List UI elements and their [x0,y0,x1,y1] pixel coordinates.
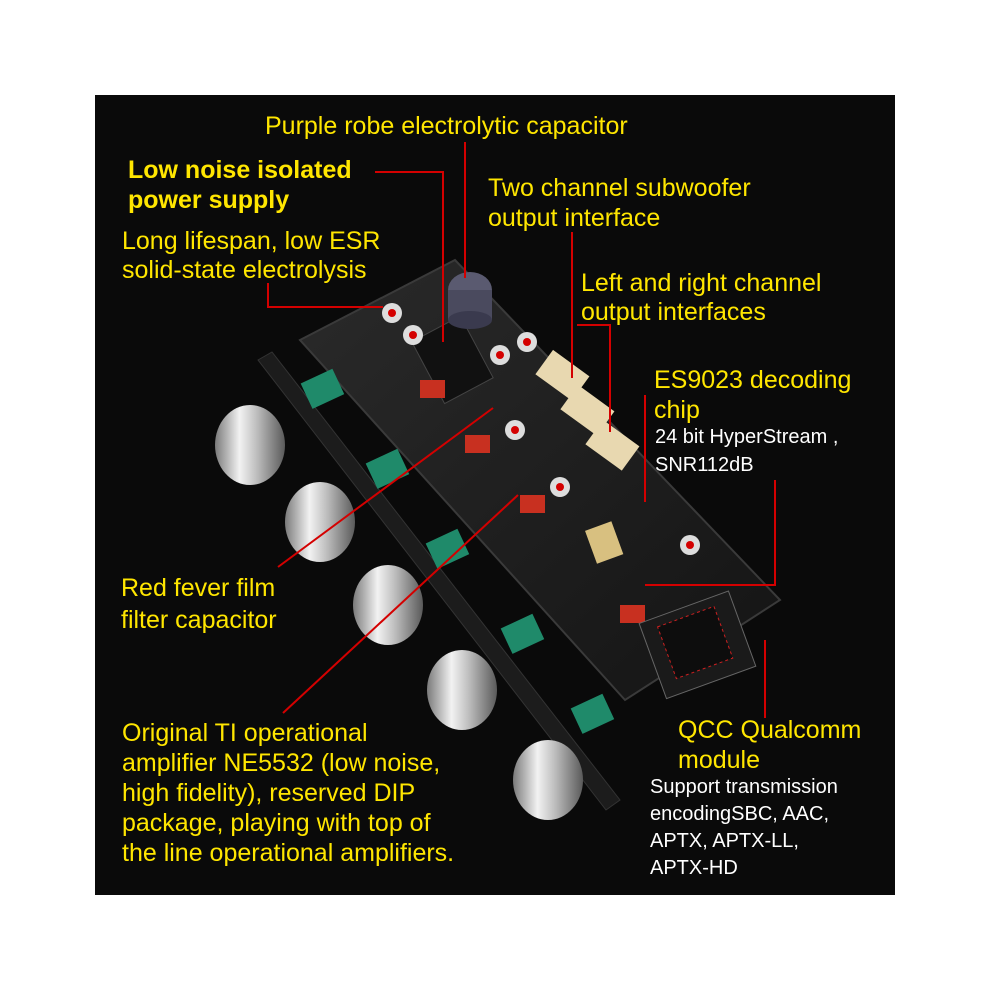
label-qcc-line2: module [678,746,760,774]
label-solid-state-line1: Long lifespan, low ESR [122,227,381,255]
label-qcc-spec-line2: encodingSBC, AAC, [650,803,829,825]
label-isolated-power-line2: power supply [128,186,290,214]
label-es9023-spec-line1: 24 bit HyperStream , [655,426,839,448]
pcb-board [298,258,782,702]
label-opamp-line2: amplifier NE5532 (low noise, [122,749,441,777]
leader-solid-state [267,283,383,308]
label-isolated-power-line1: Low noise isolated [128,156,352,184]
power-module [411,315,494,405]
label-qcc-spec-line1: Support transmission [650,776,838,798]
leader-lines [267,142,776,718]
label-opamp-line4: package, playing with top of [122,809,431,837]
label-opamp-line3: high fidelity), reserved DIP [122,779,416,807]
label-opamp-line1: Original TI operational [122,719,368,747]
label-purple-capacitor: Purple robe electrolytic capacitor [265,112,628,140]
label-qcc-line1: QCC Qualcomm [678,716,862,744]
label-opamp-line5: the line operational amplifiers. [122,839,455,867]
label-es9023-line2: chip [654,396,700,424]
label-qcc-spec-line4: APTX-HD [650,857,738,879]
label-film-cap-line2: filter capacitor [121,606,277,634]
crystal [585,521,624,564]
potentiometer [300,368,345,409]
label-solid-state-line2: solid-state electrolysis [122,256,367,284]
leader-lr-output [577,324,611,432]
leader-isolated-power [375,171,444,342]
front-panel [257,351,621,811]
label-lr-output-line1: Left and right channel [581,269,822,297]
circuit-board-photo [215,258,782,820]
label-es9023-spec-line2: SNR112dB [655,454,754,476]
label-qcc-spec-line3: APTX, APTX-LL, [650,830,799,852]
film-capacitor [420,380,445,398]
label-lr-output-line2: output interfaces [581,298,766,326]
knob [215,405,583,820]
leader-es9023-h [645,480,776,586]
leader-film-cap [277,407,494,568]
leader-opamp [282,494,519,714]
label-subwoofer-line1: Two channel subwoofer [488,174,751,202]
label-es9023-line1: ES9023 decoding [654,366,852,394]
label-film-cap-line1: Red fever film [121,574,276,602]
product-photo-panel: Purple robe electrolytic capacitor Low n… [95,95,895,895]
label-subwoofer-line2: output interface [488,204,661,232]
